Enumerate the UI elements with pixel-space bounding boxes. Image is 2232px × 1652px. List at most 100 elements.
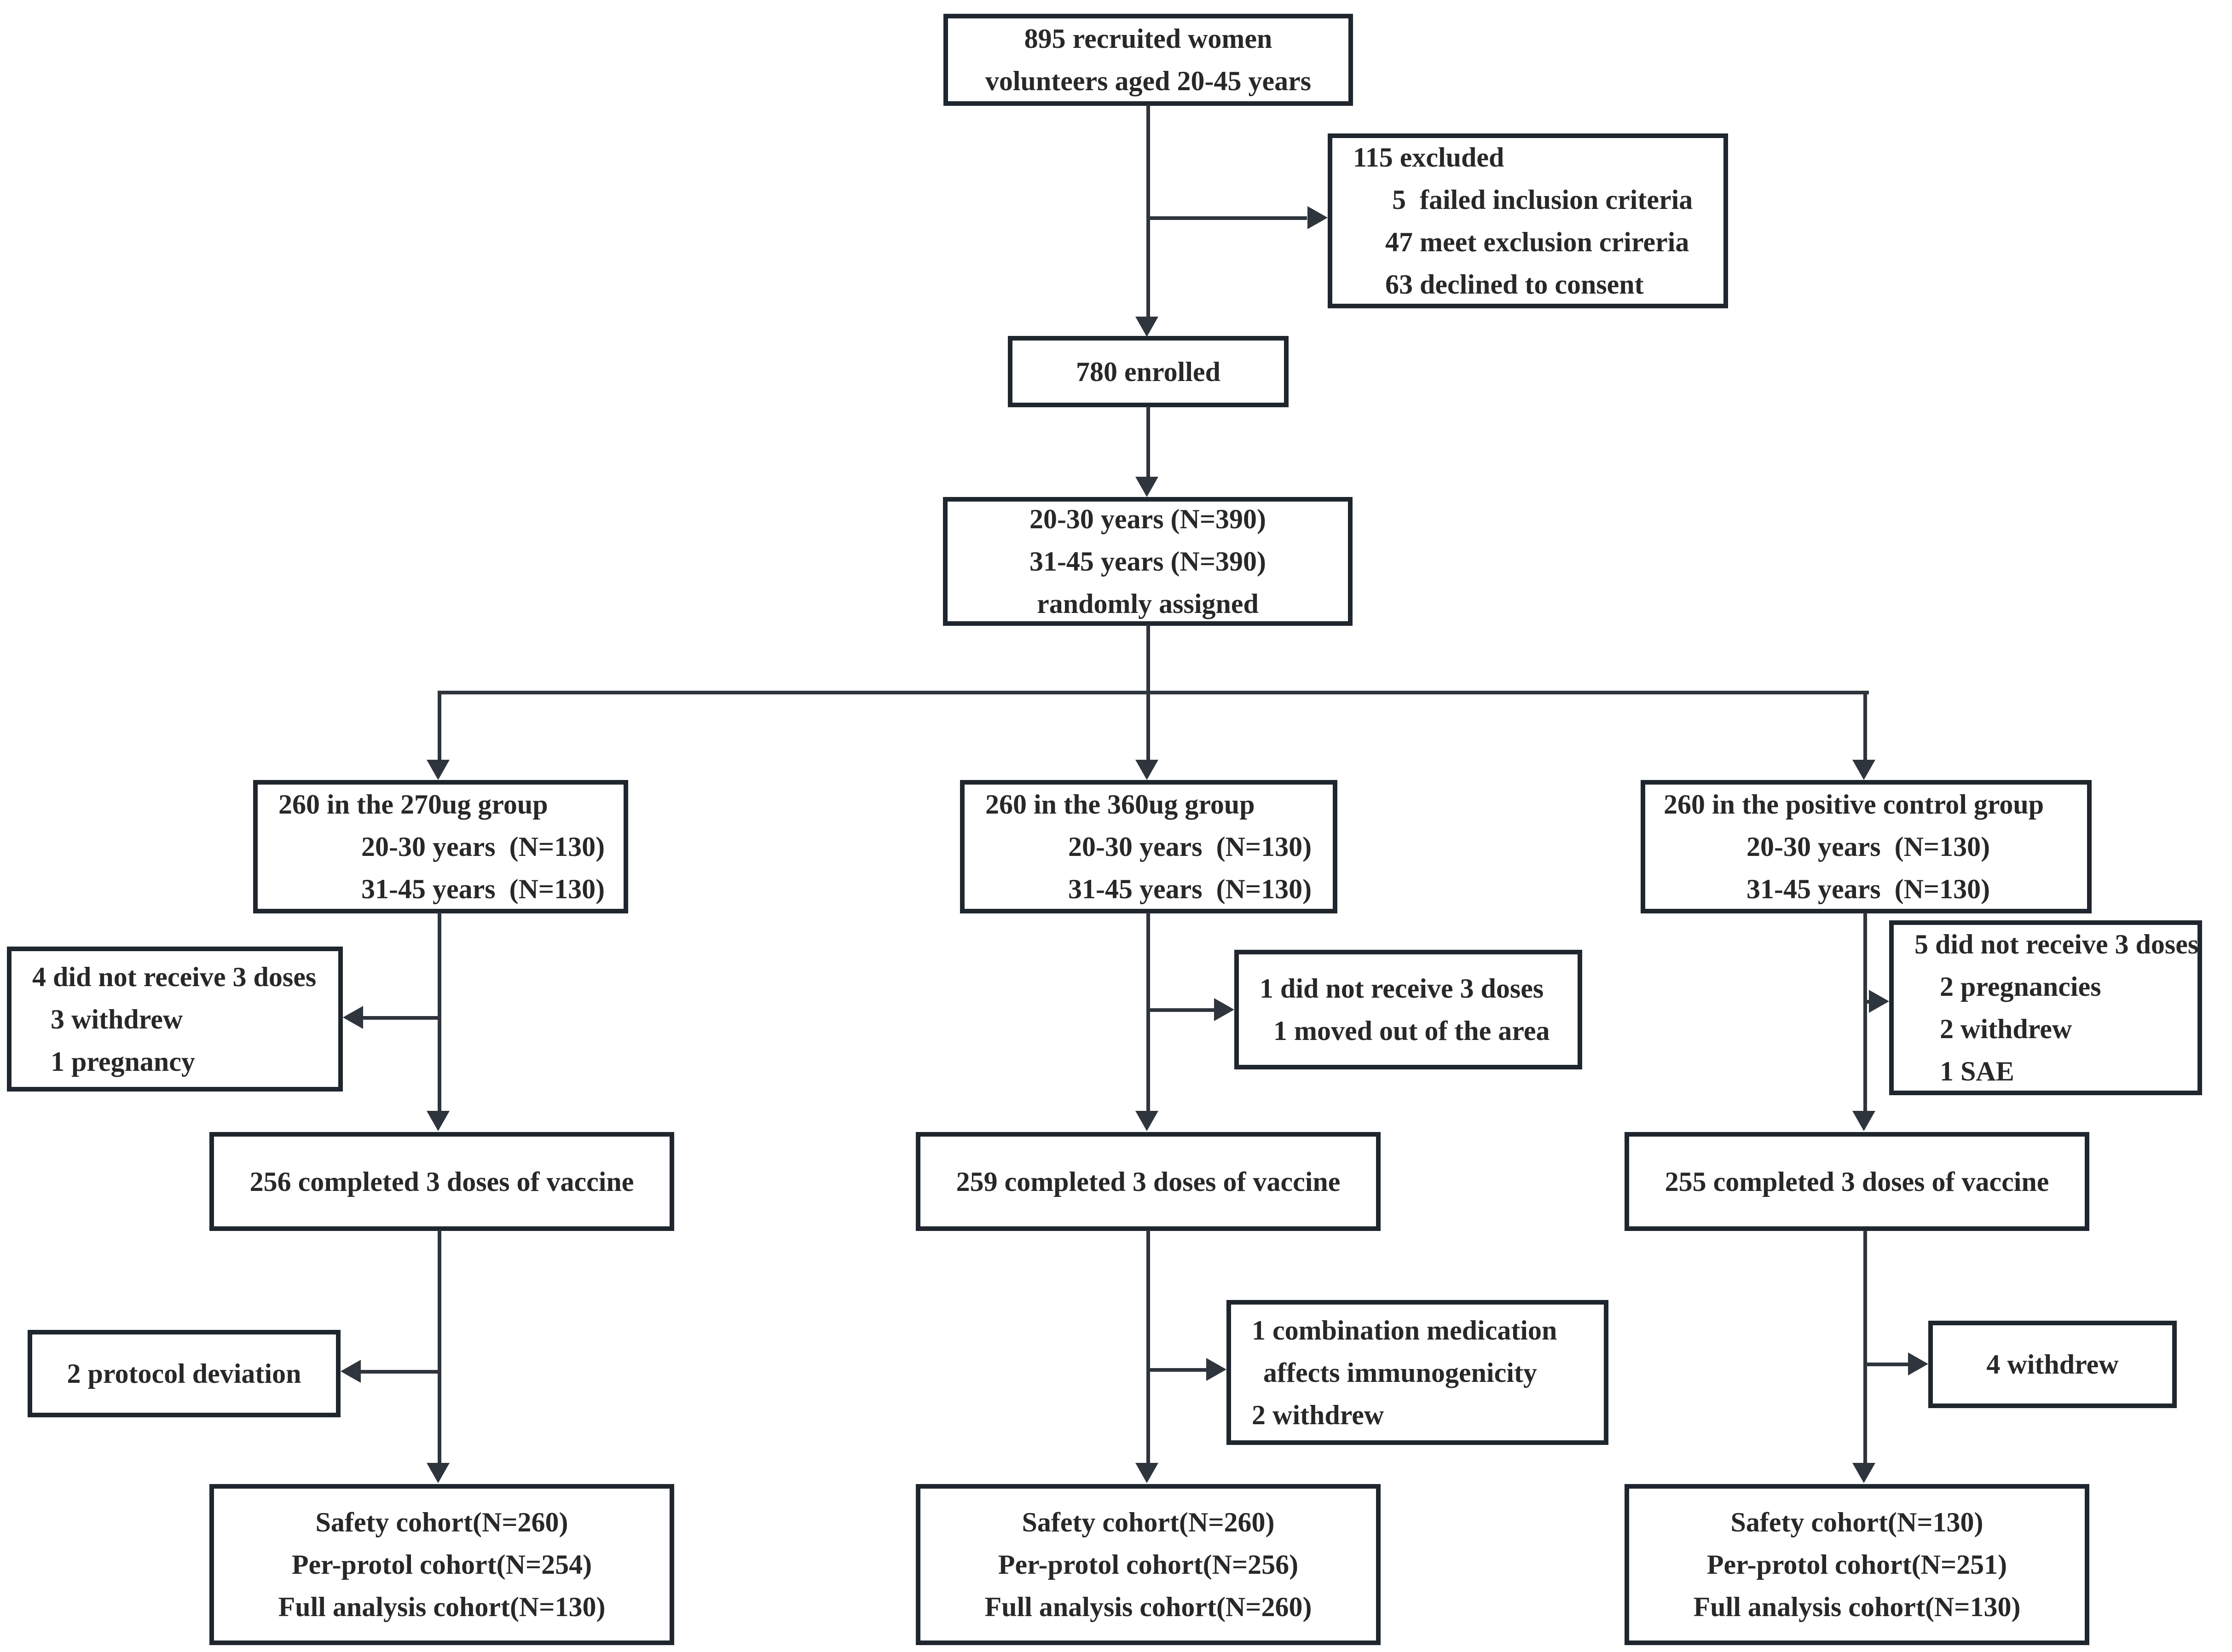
- box-excluded-line-4: 63 declined to consent: [1385, 269, 1644, 300]
- box-deviation-360ug-line-1: 1 combination medication: [1252, 1315, 1557, 1346]
- box-dropout-control: 5 did not receive 3 doses 2 pregnancies …: [1889, 920, 2202, 1095]
- connector-split-to-group-control: [1863, 691, 1867, 761]
- box-cohort-360ug-line-3: Full analysis cohort(N=260): [984, 1592, 1312, 1622]
- arrowhead-deviation-270ug: [341, 1360, 361, 1383]
- box-excluded-line-2: 5 failed inclusion criteria: [1392, 185, 1693, 215]
- box-dropout-360ug-line-2: 1 moved out of the area: [1273, 1016, 1550, 1046]
- arrowhead-cohort-270ug: [427, 1463, 450, 1483]
- box-enrolled-line-1: 780 enrolled: [1076, 356, 1220, 387]
- box-completed-360ug-line-1: 259 completed 3 doses of vaccine: [956, 1166, 1341, 1197]
- box-cohort-270ug-line-1: Safety cohort(N=260): [315, 1507, 568, 1537]
- box-completed-270ug: 256 completed 3 doses of vaccine: [209, 1132, 674, 1231]
- box-deviation-360ug: 1 combination medication affects immunog…: [1226, 1300, 1608, 1445]
- connector-group-to-completed-360ug: [1146, 913, 1150, 1112]
- box-cohort-360ug-line-2: Per-protol cohort(N=256): [998, 1549, 1299, 1580]
- box-randomized-line-2: 31-45 years (N=390): [1029, 546, 1266, 577]
- box-completed-control: 255 completed 3 doses of vaccine: [1625, 1132, 2089, 1231]
- box-deviation-control: 4 withdrew: [1928, 1321, 2177, 1408]
- box-group-270ug: 260 in the 270ug group 20-30 years (N=13…: [253, 780, 628, 913]
- box-group-control-line-2: 20-30 years (N=130): [1746, 832, 1990, 862]
- connector-split-to-group-270ug: [438, 691, 441, 761]
- connector-enrolled-to-randomized: [1146, 406, 1150, 478]
- box-deviation-270ug-line-1: 2 protocol deviation: [67, 1358, 301, 1389]
- arrowhead-group-control: [1852, 760, 1875, 780]
- box-recruited: 895 recruited women volunteers aged 20-4…: [943, 14, 1353, 106]
- box-randomized-line-3: randomly assigned: [1037, 589, 1259, 619]
- box-dropout-control-line-2: 2 pregnancies: [1940, 971, 2101, 1002]
- connector-to-deviation-270ug: [360, 1370, 439, 1374]
- box-completed-control-line-1: 255 completed 3 doses of vaccine: [1665, 1166, 2049, 1197]
- connector-split-to-group-360ug: [1146, 691, 1150, 761]
- arrowhead-cohort-360ug: [1135, 1463, 1158, 1483]
- box-dropout-270ug-line-3: 1 pregnancy: [51, 1046, 195, 1077]
- box-cohort-270ug-line-3: Full analysis cohort(N=130): [278, 1592, 606, 1622]
- arrowhead-enrolled: [1135, 317, 1158, 337]
- box-group-270ug-line-1: 260 in the 270ug group: [278, 789, 548, 820]
- box-deviation-control-line-1: 4 withdrew: [1986, 1349, 2119, 1380]
- box-deviation-360ug-line-3: 2 withdrew: [1252, 1399, 1384, 1430]
- box-cohort-control: Safety cohort(N=130) Per-protol cohort(N…: [1625, 1484, 2089, 1645]
- box-cohort-360ug: Safety cohort(N=260) Per-protol cohort(N…: [916, 1484, 1381, 1645]
- box-dropout-control-line-3: 2 withdrew: [1940, 1014, 2072, 1044]
- box-deviation-270ug: 2 protocol deviation: [28, 1330, 341, 1417]
- box-cohort-360ug-line-1: Safety cohort(N=260): [1022, 1507, 1275, 1537]
- arrowhead-dropout-360ug: [1214, 998, 1234, 1021]
- connector-recruited-to-enrolled: [1146, 105, 1150, 318]
- box-group-360ug-line-2: 20-30 years (N=130): [1068, 832, 1312, 862]
- box-deviation-360ug-line-2: affects immunogenicity: [1263, 1357, 1537, 1388]
- box-excluded-line-1: 115 excluded: [1353, 142, 1504, 173]
- box-group-360ug-line-1: 260 in the 360ug group: [985, 789, 1255, 820]
- box-group-270ug-line-3: 31-45 years (N=130): [361, 874, 605, 904]
- connector-to-deviation-360ug: [1148, 1368, 1208, 1372]
- box-randomized: 20-30 years (N=390) 31-45 years (N=390) …: [943, 497, 1353, 626]
- arrowhead-completed-360ug: [1135, 1111, 1158, 1131]
- arrowhead-deviation-control: [1908, 1352, 1928, 1375]
- connector-split-bar: [438, 691, 1869, 694]
- arrowhead-dropout-270ug: [343, 1006, 363, 1029]
- box-group-360ug-line-3: 31-45 years (N=130): [1068, 874, 1312, 904]
- box-recruited-line-2: volunteers aged 20-45 years: [985, 66, 1312, 96]
- box-randomized-line-1: 20-30 years (N=390): [1029, 504, 1266, 534]
- connector-to-deviation-control: [1865, 1363, 1910, 1366]
- box-group-control: 260 in the positive control group 20-30 …: [1641, 780, 2092, 913]
- box-recruited-line-1: 895 recruited women: [1024, 23, 1272, 54]
- box-dropout-control-line-1: 5 did not receive 3 doses: [1914, 929, 2199, 959]
- arrowhead-excluded: [1307, 206, 1328, 229]
- box-dropout-control-line-4: 1 SAE: [1940, 1056, 2014, 1086]
- arrowhead-cohort-control: [1852, 1463, 1875, 1483]
- box-dropout-270ug-line-2: 3 withdrew: [51, 1004, 183, 1034]
- box-excluded-line-3: 47 meet exclusion crireria: [1385, 227, 1689, 257]
- box-group-control-line-1: 260 in the positive control group: [1664, 789, 2044, 820]
- box-excluded: 115 excluded 5 failed inclusion criteria…: [1328, 133, 1728, 308]
- connector-to-dropout-360ug: [1148, 1008, 1215, 1012]
- arrowhead-group-270ug: [427, 760, 450, 780]
- connector-to-excluded: [1146, 216, 1307, 220]
- box-cohort-270ug-line-2: Per-protol cohort(N=254): [291, 1549, 592, 1580]
- box-cohort-control-line-3: Full analysis cohort(N=130): [1693, 1592, 2021, 1622]
- box-cohort-270ug: Safety cohort(N=260) Per-protol cohort(N…: [209, 1484, 674, 1645]
- connector-group-to-completed-control: [1863, 913, 1867, 1112]
- arrowhead-randomized: [1135, 477, 1158, 497]
- box-group-360ug: 260 in the 360ug group 20-30 years (N=13…: [960, 780, 1337, 913]
- arrowhead-dropout-control: [1869, 990, 1889, 1013]
- box-completed-360ug: 259 completed 3 doses of vaccine: [916, 1132, 1381, 1231]
- box-cohort-control-line-2: Per-protol cohort(N=251): [1706, 1549, 2007, 1580]
- box-cohort-control-line-1: Safety cohort(N=130): [1730, 1507, 1983, 1537]
- box-dropout-360ug: 1 did not receive 3 doses 1 moved out of…: [1234, 950, 1582, 1069]
- connector-to-dropout-270ug: [362, 1016, 439, 1020]
- arrowhead-completed-270ug: [427, 1111, 450, 1131]
- box-dropout-270ug: 4 did not receive 3 doses 3 withdrew 1 p…: [7, 947, 343, 1092]
- box-dropout-360ug-line-1: 1 did not receive 3 doses: [1260, 973, 1544, 1004]
- box-group-270ug-line-2: 20-30 years (N=130): [361, 832, 605, 862]
- box-enrolled: 780 enrolled: [1008, 336, 1289, 407]
- connector-to-dropout-control: [1865, 1000, 1871, 1004]
- box-completed-270ug-line-1: 256 completed 3 doses of vaccine: [249, 1166, 634, 1197]
- arrowhead-deviation-360ug: [1206, 1358, 1226, 1381]
- connector-randomized-to-split: [1146, 625, 1150, 694]
- connector-completed-to-cohort-270ug: [438, 1230, 441, 1464]
- arrowhead-group-360ug: [1135, 760, 1158, 780]
- connector-completed-to-cohort-control: [1863, 1230, 1867, 1464]
- box-dropout-270ug-line-1: 4 did not receive 3 doses: [32, 961, 317, 992]
- connector-group-to-completed-270ug: [438, 913, 441, 1112]
